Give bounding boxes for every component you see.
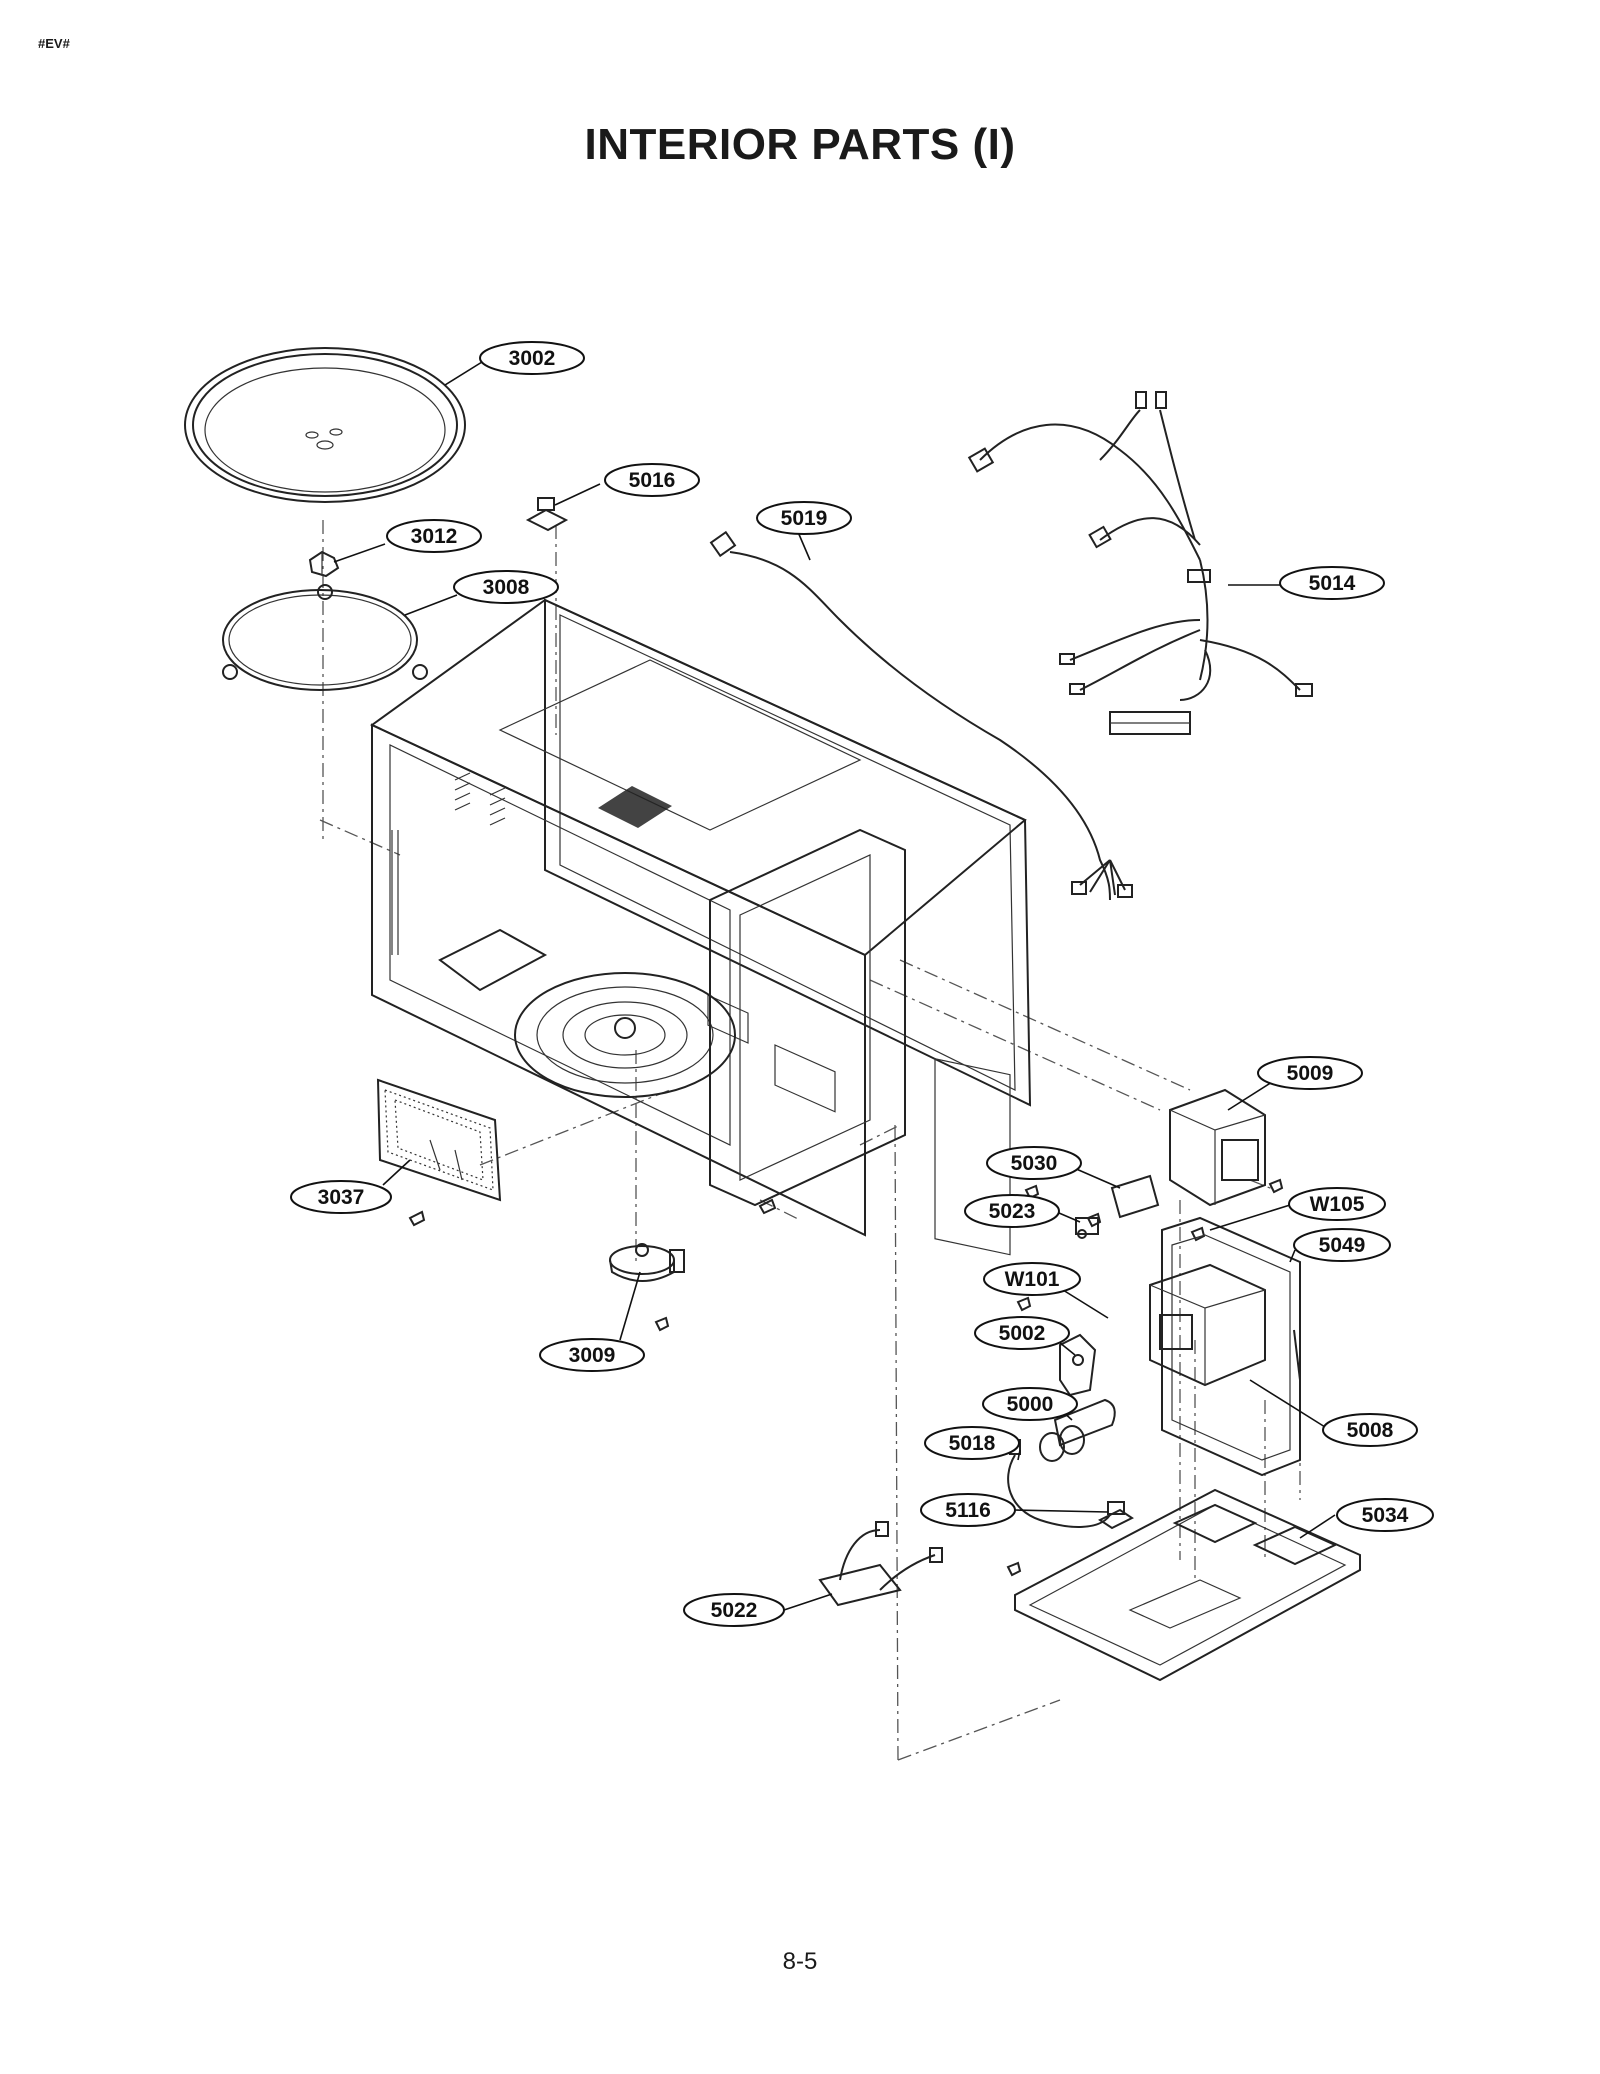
transformer-bracket	[1161, 1216, 1301, 1477]
bracket-5030	[1110, 1174, 1160, 1219]
callout-5002: 5002	[974, 1316, 1070, 1350]
alignment-lines	[319, 520, 1301, 1761]
callout-5008: 5008	[1322, 1413, 1418, 1447]
callout-label: 5049	[1319, 1234, 1366, 1257]
turntable-coupler	[308, 550, 340, 578]
callout-5000: 5000	[982, 1387, 1078, 1421]
callout-5034: 5034	[1336, 1498, 1434, 1532]
thermal-cutout-5116	[1098, 1501, 1134, 1530]
callout-W105: W105	[1288, 1187, 1386, 1221]
callout-label: 5023	[989, 1200, 1036, 1223]
leader-lines	[333, 361, 1336, 1611]
callout-3009: 3009	[539, 1338, 645, 1372]
callout-5019: 5019	[756, 501, 852, 535]
callout-label: 5008	[1347, 1419, 1394, 1442]
callout-label: 5018	[949, 1432, 996, 1455]
thermostat-part	[525, 497, 569, 532]
wire-harness-5014	[967, 391, 1313, 735]
callout-3037: 3037	[290, 1180, 392, 1214]
callout-5049: 5049	[1293, 1228, 1391, 1262]
callout-label: 5022	[711, 1599, 758, 1622]
high-voltage-transformer	[1149, 1263, 1266, 1387]
callout-5016: 5016	[604, 463, 700, 497]
roller-ring-assembly	[222, 584, 428, 691]
callout-label: 5034	[1362, 1504, 1409, 1527]
page-number: 8-5	[782, 1948, 818, 1975]
callout-label: 3009	[569, 1344, 616, 1367]
hv-diode-5002	[1059, 1333, 1097, 1397]
callout-5022: 5022	[683, 1593, 785, 1627]
callout-label: 5009	[1287, 1062, 1334, 1085]
base-plate	[1014, 1488, 1361, 1682]
callout-5018: 5018	[924, 1426, 1020, 1460]
screws	[408, 1178, 1301, 1577]
callout-5009: 5009	[1257, 1056, 1363, 1090]
callout-label: 5019	[781, 507, 828, 530]
magnetron	[1169, 1088, 1266, 1207]
callout-label: W101	[1005, 1268, 1060, 1291]
oven-cavity-frame	[370, 598, 1032, 1256]
callout-3002: 3002	[479, 341, 585, 375]
callout-label: 3008	[483, 576, 530, 599]
callout-5023: 5023	[964, 1194, 1060, 1228]
wire-harness-5019	[709, 530, 1133, 901]
callout-label: 5030	[1011, 1152, 1058, 1175]
callout-3008: 3008	[453, 570, 559, 604]
callout-label: 5014	[1309, 572, 1356, 595]
callout-label: 5116	[945, 1499, 991, 1522]
callout-3012: 3012	[386, 519, 482, 553]
callout-label: 3002	[509, 347, 556, 370]
switch-5023	[1075, 1217, 1099, 1239]
callout-5014: 5014	[1279, 566, 1385, 600]
callout-5030: 5030	[986, 1146, 1082, 1180]
document-tag: #EV#	[38, 36, 70, 51]
callout-label: 5016	[629, 469, 676, 492]
vent-grille-3037	[376, 1078, 502, 1202]
callout-label: 3012	[411, 525, 458, 548]
fuse-wire-5018	[1007, 1439, 1111, 1528]
lamp-socket-5022	[818, 1521, 943, 1607]
callout-label: 5000	[1007, 1393, 1054, 1416]
page-title: INTERIOR PARTS (I)	[584, 120, 1016, 169]
callout-W101: W101	[983, 1262, 1081, 1296]
callout-label: 3037	[318, 1186, 365, 1209]
glass-turntable-tray	[184, 347, 466, 503]
callout-label: 5002	[999, 1322, 1046, 1345]
callout-label: W105	[1310, 1193, 1365, 1216]
callout-5116: 5116	[920, 1493, 1016, 1527]
turntable-motor	[609, 1243, 685, 1282]
hv-capacitor	[1039, 1398, 1116, 1462]
